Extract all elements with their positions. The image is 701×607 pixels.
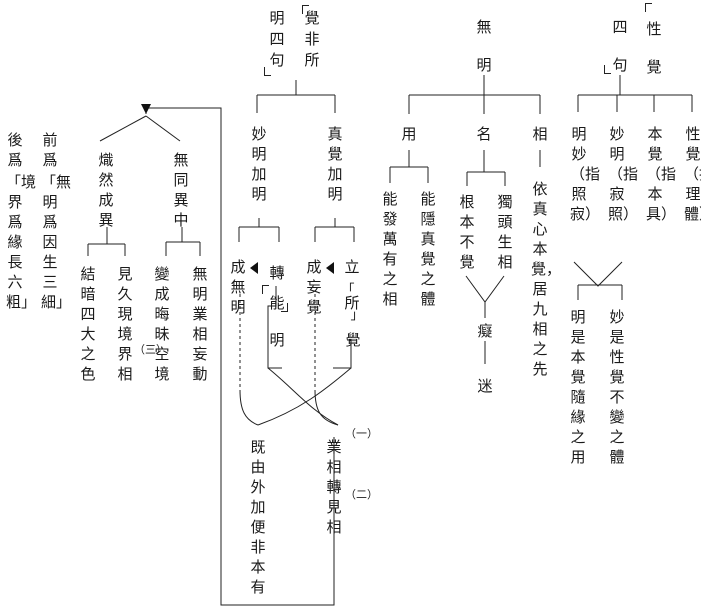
col-nengyin: 能隱真覺之體 (420, 190, 436, 308)
col-miaoming-jiaming: 妙明加明 (251, 125, 267, 203)
chi-merge-v (465, 275, 505, 303)
split-left (99, 115, 147, 142)
col-mingmiao-zhi-zhaoji: 明妙（指照寂） (570, 125, 601, 223)
col-neng: 能 (269, 294, 285, 312)
col-ming-single: 明 (269, 331, 285, 349)
arrow-head-main (141, 104, 151, 114)
col-chi: 癡 (477, 322, 493, 340)
col-jiyou: 既由外加便非本有 (250, 438, 266, 596)
col-cheng-wuming: 成無明 (230, 258, 246, 316)
col-cheng-wangjue: 成妄覺 (306, 258, 322, 316)
cross-line-b (257, 367, 352, 426)
col-yexiang-zhuan-jianxiang: 業相轉見相 (326, 438, 342, 536)
left-fork (239, 389, 259, 426)
col-mi: 迷 (477, 377, 493, 395)
col-suo: 所 (344, 294, 360, 312)
col-benjue-zhi-benju: 本覺（指本具） (646, 125, 677, 223)
col-chiran-chengyi: 熾然成異 (98, 151, 114, 229)
col-suo-close: 」 (350, 308, 364, 323)
col-jianjiu: 見久現境界相 (117, 265, 133, 383)
col-siju: 四句 (612, 18, 628, 74)
col-num-two: （二） (345, 488, 378, 501)
arrow-head-wuming (250, 262, 258, 274)
col-juefeisuo: 覺非所 (304, 9, 320, 69)
col-biancheng: 變成晦昧空境 (154, 265, 170, 383)
col-zhuan: 轉 (269, 264, 285, 282)
col-suo-open: 「 (341, 283, 355, 298)
col-nengfa: 能發萬有之相 (382, 190, 398, 308)
col-miaoming-zhi-jizhao: 妙明（指寂照） (608, 125, 639, 223)
col-wuming: 無明 (476, 18, 492, 74)
col-num-one: （一） (345, 427, 378, 440)
loop-back-line (146, 107, 335, 606)
split-right (145, 115, 181, 142)
cross-line-a (267, 367, 339, 426)
jue-return-loop (333, 339, 352, 369)
col-xingjue-zhi-liti: 性覺（指理體） (684, 125, 701, 223)
col-zhenjue-jiaming: 真覺加明 (327, 125, 343, 203)
zhuan-to-ming-loop (267, 286, 282, 369)
col-xiang-desc: 依真心本覺，居九相之先 (531, 180, 562, 378)
col-qianwei-label: 前爲 (42, 131, 58, 169)
arrow-head-wangjue (326, 262, 334, 274)
col-xingjue: 性覺 (646, 20, 662, 76)
col-jiean: 結暗四大之色 (80, 265, 96, 383)
col-wuming-yexiang: 無明業相妄動 (192, 265, 208, 383)
col-jue-single: 覺 (345, 331, 361, 349)
xingjue-merge-v (573, 261, 623, 287)
right-fork (314, 389, 339, 426)
col-miao-shi: 妙是性覺不變之體 (609, 308, 625, 466)
col-mingsiju: 明四句 (269, 9, 285, 69)
col-dutou-shengxiang: 獨頭生相 (497, 193, 513, 271)
col-xiang: 相 (532, 125, 548, 143)
col-yong: 用 (401, 125, 417, 143)
col-num-three: （三） (134, 343, 167, 356)
col-houwei-text: 「境界爲緣長六粗」 (6, 173, 37, 311)
col-genben-bujue: 根本不覺 (459, 193, 475, 271)
col-ming-shi: 明是本覺隨緣之用 (570, 308, 586, 466)
col-li: 立 (344, 258, 360, 276)
col-ming-name: 名 (476, 125, 492, 143)
col-houwei-label: 後爲 (7, 131, 23, 169)
col-qianwei-text: 「無明爲因生三細」 (41, 173, 72, 311)
col-wutong-yizhong: 無同異中 (173, 151, 189, 229)
